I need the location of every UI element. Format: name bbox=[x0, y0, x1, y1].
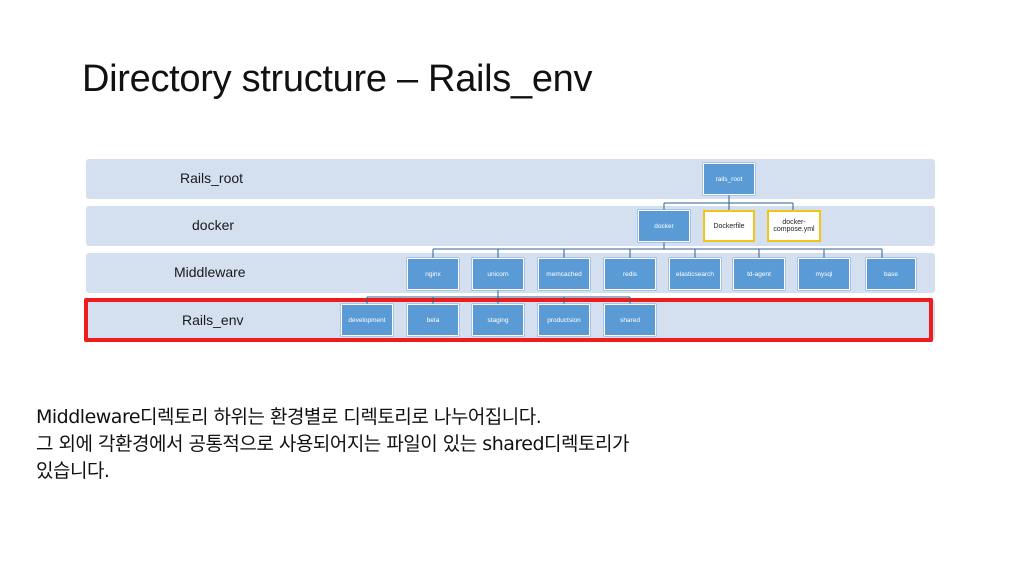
node-env-beta: beta bbox=[407, 304, 459, 336]
node-docker: docker bbox=[638, 210, 690, 242]
node-env-staging: staging bbox=[472, 304, 524, 336]
description-line-2: 그 외에 각환경에서 공통적으로 사용되어지는 파일이 있는 shared디렉토… bbox=[36, 433, 629, 455]
node-middleware-redis: redis bbox=[604, 258, 656, 290]
node-middleware-td-agent: td-agent bbox=[733, 258, 785, 290]
slide-description: Middleware디렉토리 하위는 환경별로 디렉토리로 나누어집니다. 그 … bbox=[36, 404, 996, 485]
description-line-1: Middleware디렉토리 하위는 환경별로 디렉토리로 나누어집니다. bbox=[36, 406, 542, 428]
node-env-development: development bbox=[341, 304, 393, 336]
level-label-rails-root: Rails_root bbox=[180, 170, 244, 186]
slide-title: Directory structure – Rails_env bbox=[82, 58, 593, 100]
level-label-rails-env: Rails_env bbox=[182, 312, 244, 328]
node-middleware-nginx: nginx bbox=[407, 258, 459, 290]
description-line-3: 있습니다. bbox=[36, 460, 110, 482]
node-middleware-mysql: mysql bbox=[798, 258, 850, 290]
node-middleware-unicorn: unicorn bbox=[472, 258, 524, 290]
level-label-middleware: Middleware bbox=[174, 264, 246, 280]
node-middleware-elasticsearch: elasticsearch bbox=[669, 258, 721, 290]
node-dockerfile: Dockerfile bbox=[703, 210, 755, 242]
node-docker-compose: docker-compose.yml bbox=[767, 210, 821, 242]
rails-env-highlight-frame bbox=[84, 298, 933, 342]
level-label-docker: docker bbox=[192, 217, 235, 233]
node-rails-root: rails_root bbox=[703, 163, 755, 195]
node-middleware-memcached: memcached bbox=[538, 258, 590, 290]
node-env-production: productsion bbox=[538, 304, 590, 336]
node-env-shared: shared bbox=[604, 304, 656, 336]
level-band-rails-root bbox=[86, 159, 935, 199]
node-middleware-base: base bbox=[866, 258, 916, 290]
